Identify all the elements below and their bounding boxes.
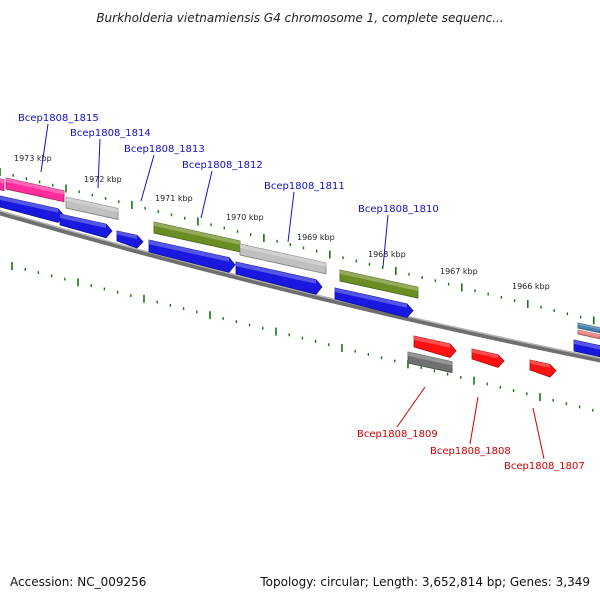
scale-label: 1972 kbp: [84, 175, 122, 184]
gene-label-text: Bcep1808_1810: [358, 204, 439, 215]
gene-block-1815: [5, 177, 65, 203]
gene-block-edge: [0, 178, 5, 192]
backbone: [0, 210, 600, 363]
inner-tick-track: [11, 262, 594, 412]
scale-label: 1969 kbp: [297, 233, 335, 242]
map-title: Burkholderia vietnamiensis G4 chromosome…: [96, 11, 503, 25]
gene-block-1811: [239, 243, 327, 275]
cds-arrow-1811: [235, 261, 323, 295]
reverse-gene-label: Bcep1808_1809: [357, 386, 438, 440]
sequence-summary: Topology: circular; Length: 3,652,814 bp…: [259, 575, 590, 589]
scale-label: 1967 kbp: [440, 267, 478, 276]
cds-arrow-1812: [148, 239, 236, 273]
forward-gene-label: Bcep1808_1811: [264, 181, 345, 243]
scale-labels: 1973 kbp 1972 kbp 1971 kbp 1970 kbp 1969 kbp…: [14, 154, 550, 291]
cds-arrow-1814: [59, 213, 113, 239]
cds-arrow-1808: [471, 348, 505, 368]
gene-label-text: Bcep1808_1812: [182, 160, 263, 171]
scale-label: 1970 kbp: [226, 213, 264, 222]
scale-label: 1973 kbp: [14, 154, 52, 163]
feature-track: [0, 177, 600, 378]
gene-label-text: Bcep1808_1811: [264, 181, 345, 192]
gene-label-text: Bcep1808_1807: [504, 461, 585, 472]
forward-gene-label: Bcep1808_1812: [182, 160, 263, 219]
scale-label: 1971 kbp: [155, 194, 193, 203]
gene-label-text: Bcep1808_1809: [357, 429, 438, 440]
gene-block-right-edge-a: [577, 322, 600, 334]
cds-arrow-1813: [116, 230, 144, 249]
gene-block-right-edge-b: [577, 329, 600, 340]
gene-block-1810: [339, 269, 419, 299]
forward-gene-labels: Bcep1808_1815Bcep1808_1814Bcep1808_1813B…: [18, 113, 439, 268]
forward-gene-label: Bcep1808_1813: [124, 144, 205, 202]
forward-gene-label: Bcep1808_1814: [70, 128, 151, 189]
scale-label: 1968 kbp: [368, 250, 406, 259]
scale-label: 1966 kbp: [512, 282, 550, 291]
gene-block-1814: [65, 196, 119, 220]
gene-block-1809: [407, 351, 453, 374]
gene-label-text: Bcep1808_1808: [430, 446, 511, 457]
cds-arrow-1809: [413, 335, 457, 359]
cds-arrow-1810: [334, 287, 414, 318]
reverse-gene-label: Bcep1808_1807: [504, 407, 585, 472]
forward-gene-label: Bcep1808_1810: [358, 204, 439, 268]
gene-label-text: Bcep1808_1814: [70, 128, 151, 139]
gene-label-text: Bcep1808_1815: [18, 113, 99, 124]
reverse-gene-label: Bcep1808_1808: [430, 396, 511, 457]
gene-label-text: Bcep1808_1813: [124, 144, 205, 155]
outer-tick-track: [0, 168, 595, 325]
forward-gene-label: Bcep1808_1815: [18, 113, 99, 173]
cds-arrow-1807: [529, 359, 557, 378]
accession-text: Accession: NC_009256: [10, 575, 146, 589]
cds-arrow-right-edge: [573, 339, 600, 358]
